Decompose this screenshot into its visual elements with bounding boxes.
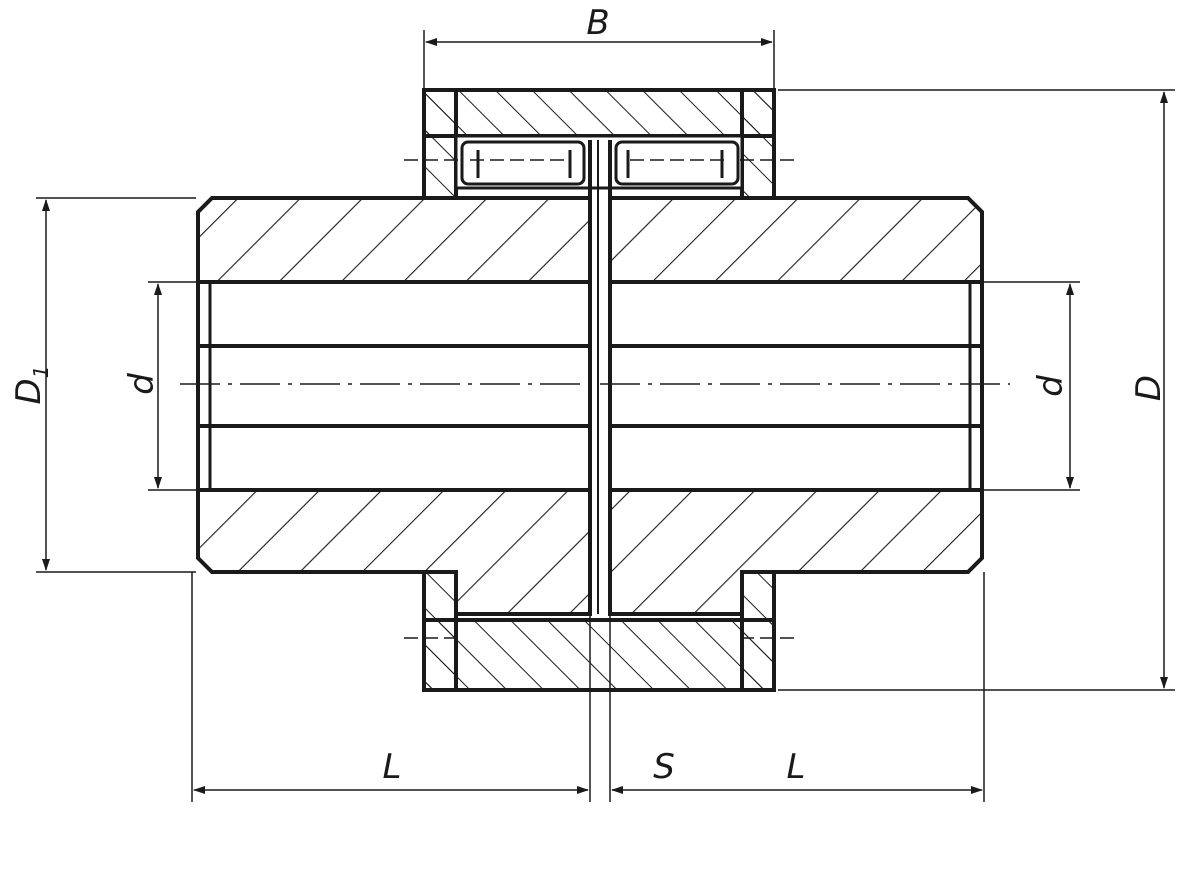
dimension-lines: [36, 30, 1175, 802]
bore-left: [196, 280, 592, 492]
label-B: B: [586, 3, 609, 43]
sleeve-bottom-right-cap: [740, 570, 776, 692]
sleeve-top-body: [422, 88, 776, 138]
gear-teeth-top-right: [614, 140, 740, 186]
hub-right-upper: [608, 196, 984, 284]
label-d-left: d: [122, 373, 162, 395]
hub-left-lower: [196, 488, 592, 616]
hub-group: [196, 140, 984, 616]
label-D: D: [1129, 375, 1169, 401]
hub-right-lower: [608, 488, 984, 616]
label-S: S: [653, 747, 675, 787]
gear-teeth-top-left: [460, 140, 586, 186]
hub-left-upper: [196, 196, 592, 284]
label-D1-subscript: 1: [29, 366, 53, 379]
sleeve-group: [422, 88, 776, 692]
label-L-right: L: [787, 747, 806, 787]
sleeve-bottom-body: [422, 618, 776, 692]
label-D1: D1: [9, 366, 53, 405]
sleeve-top-left-cap: [422, 88, 458, 200]
label-d-right: d: [1031, 375, 1071, 397]
centerlines: [180, 159, 1010, 639]
sleeve-top-right-cap: [740, 88, 776, 200]
bore-right: [608, 280, 984, 492]
sleeve-bottom-left-cap: [422, 570, 458, 692]
label-L-left: L: [383, 747, 402, 787]
